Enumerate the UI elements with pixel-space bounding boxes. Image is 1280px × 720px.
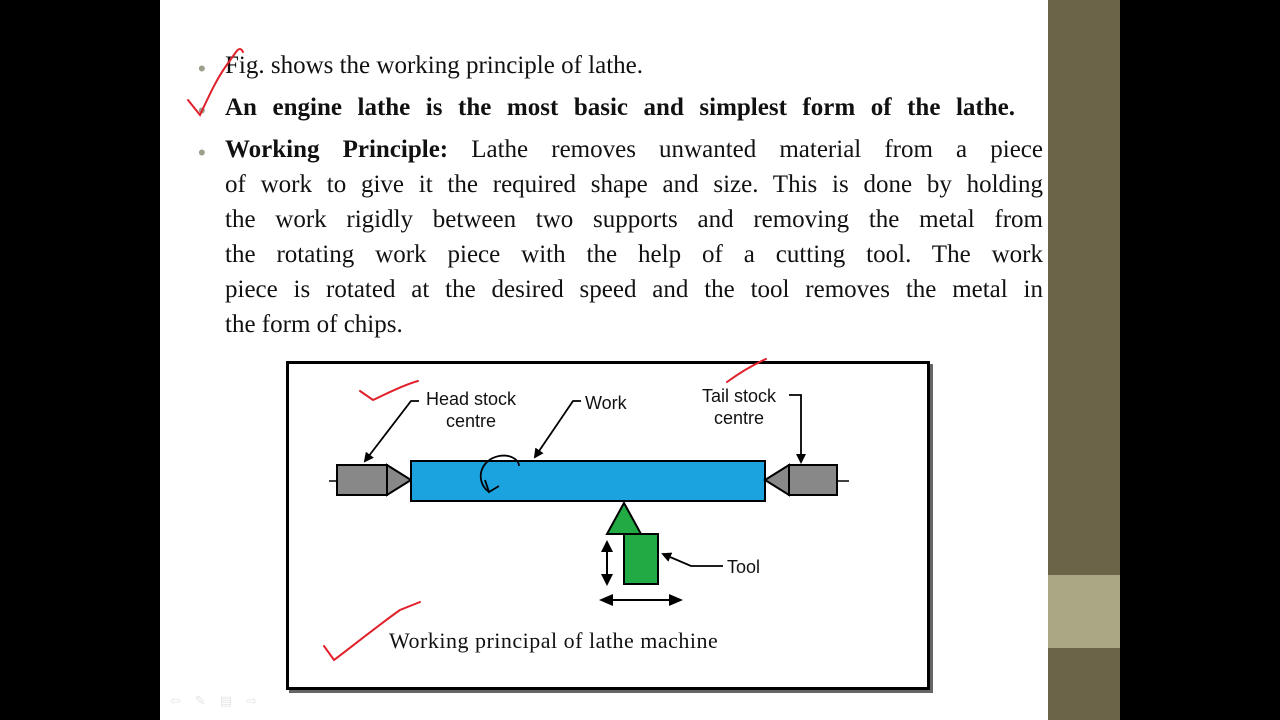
bullet-marker: • [198,140,206,165]
work-leader [533,400,581,459]
bullet-fig-text: Fig. shows the working principle of lath… [225,52,643,79]
slide: • Fig. shows the working principle of la… [160,0,1120,720]
nav-back-icon[interactable]: ⇦ [170,694,181,709]
working-principle-line-2: of work to give it the required shape an… [225,171,1043,198]
headstock-centre [336,463,413,497]
pen-icon[interactable]: ✎ [194,694,206,709]
diagram-caption: Working principal of lathe machine [389,628,719,653]
tailstock-label-line-2: centre [713,408,765,428]
lathe-diagram-drawing [329,394,849,606]
tailstock-leader [789,394,806,464]
work-label: Work [585,393,627,413]
headstock-label-line-1: Head stock [425,389,517,409]
tool-horizontal-feed-arrow-right [669,594,683,606]
headstock-label-line-2: centre [445,411,497,431]
left-letterbox [0,0,160,720]
tailstock-centre [763,463,838,497]
working-principle-line-1-text: Lathe removes unwanted material from a p… [471,136,1043,163]
rotation-arrow [479,454,520,493]
working-principle-line-6: the form of chips. [225,311,403,338]
tool-label: Tool [727,557,761,577]
slide-side-band-accent [1048,575,1120,648]
tool-vertical-feed-arrow-down [601,574,613,586]
tool-leader [661,552,723,567]
working-principle-line-3: the work rigidly between two supports an… [225,206,1043,233]
working-principle-label: Working Principle: [225,136,449,163]
bullet-marker: • [198,98,206,123]
tool-vertical-feed-arrow-up [601,540,613,552]
tailstock-label-line-1: Tail stock [701,386,777,406]
menu-icon[interactable]: ▤ [219,694,233,709]
bullet-marker: • [198,56,206,81]
working-principle-line-4: the rotating work piece with the help of… [225,241,1043,268]
nav-forward-icon[interactable]: ⇨ [246,694,258,709]
cutting-tool [605,500,659,585]
rotation-arrow-head [484,479,500,494]
work-piece [410,460,766,502]
right-letterbox [1120,0,1280,720]
bullet-engine-lathe-text: An engine lathe is the most basic and si… [225,94,1015,121]
slide-nav-controls: ⇦ ✎ ▤ ⇨ [170,694,257,709]
working-principle-line-1: Working Principle: Lathe removes unwante… [225,136,1043,164]
tool-horizontal-feed-arrow-left [599,594,613,606]
working-principle-line-5: piece is rotated at the desired speed an… [225,276,1043,303]
